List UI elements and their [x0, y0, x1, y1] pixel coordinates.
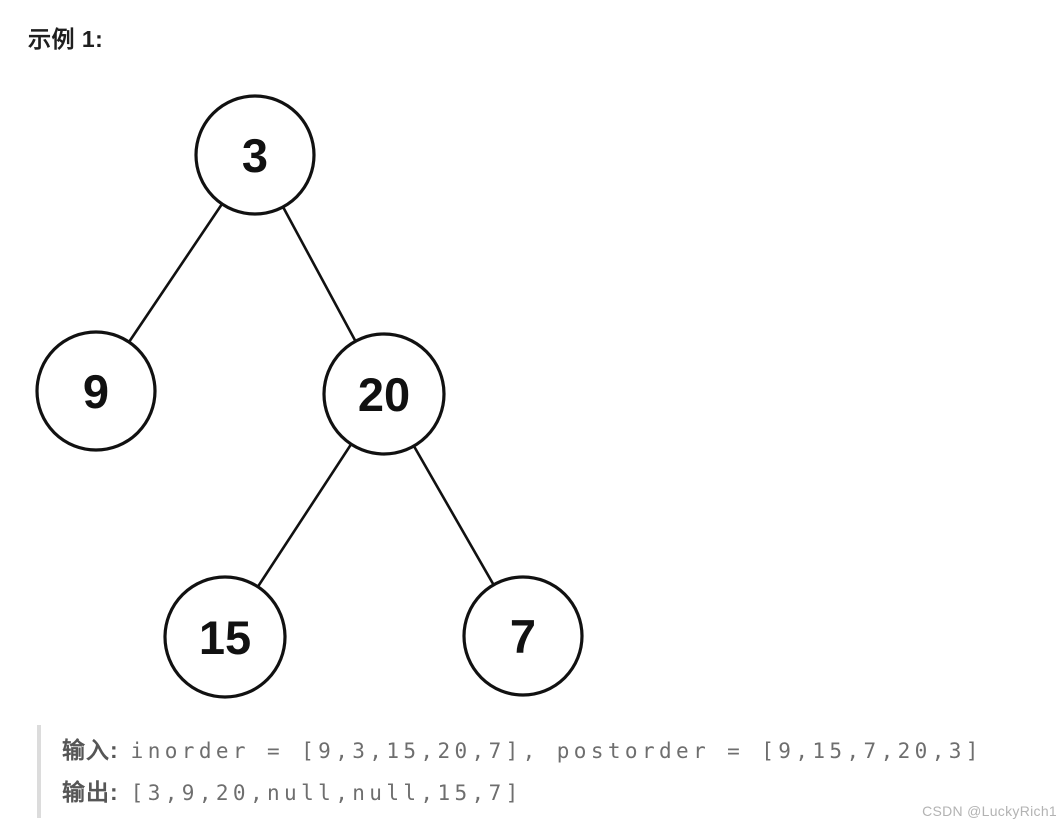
- output-value: [3,9,20,null,null,15,7]: [130, 781, 523, 805]
- input-label: 输入:: [62, 737, 119, 763]
- input-line: 输入: inorder = [9,3,15,20,7], postorder = …: [62, 729, 1027, 771]
- tree-node-label: 7: [510, 610, 536, 663]
- tree-node-label: 20: [358, 368, 410, 421]
- tree-node-label: 9: [83, 365, 109, 418]
- tree-node-circle: [163, 575, 287, 699]
- output-label: 输出:: [62, 779, 119, 805]
- output-line: 输出: [3,9,20,null,null,15,7]: [62, 771, 1027, 813]
- tree-node-label: 15: [199, 611, 251, 664]
- tree-node-root-right: 20: [322, 332, 446, 456]
- tree-node-label: 3: [242, 129, 268, 182]
- example-title: 示例 1:: [28, 26, 104, 52]
- tree-node-root: 3: [194, 94, 316, 216]
- tree-node-right-left: 15: [163, 575, 287, 699]
- input-value: inorder = [9,3,15,20,7], postorder = [9,…: [130, 739, 983, 763]
- tree-node-circle: [322, 332, 446, 456]
- tree-node-circle: [462, 575, 584, 697]
- tree-node-root-left: 9: [35, 330, 157, 452]
- watermark: CSDN @LuckyRich1: [922, 803, 1057, 819]
- example-code-block: 输入: inorder = [9,3,15,20,7], postorder = …: [37, 725, 1027, 818]
- tree-node-circle: [35, 330, 157, 452]
- tree-node-circle: [194, 94, 316, 216]
- tree-node-right-right: 7: [462, 575, 584, 697]
